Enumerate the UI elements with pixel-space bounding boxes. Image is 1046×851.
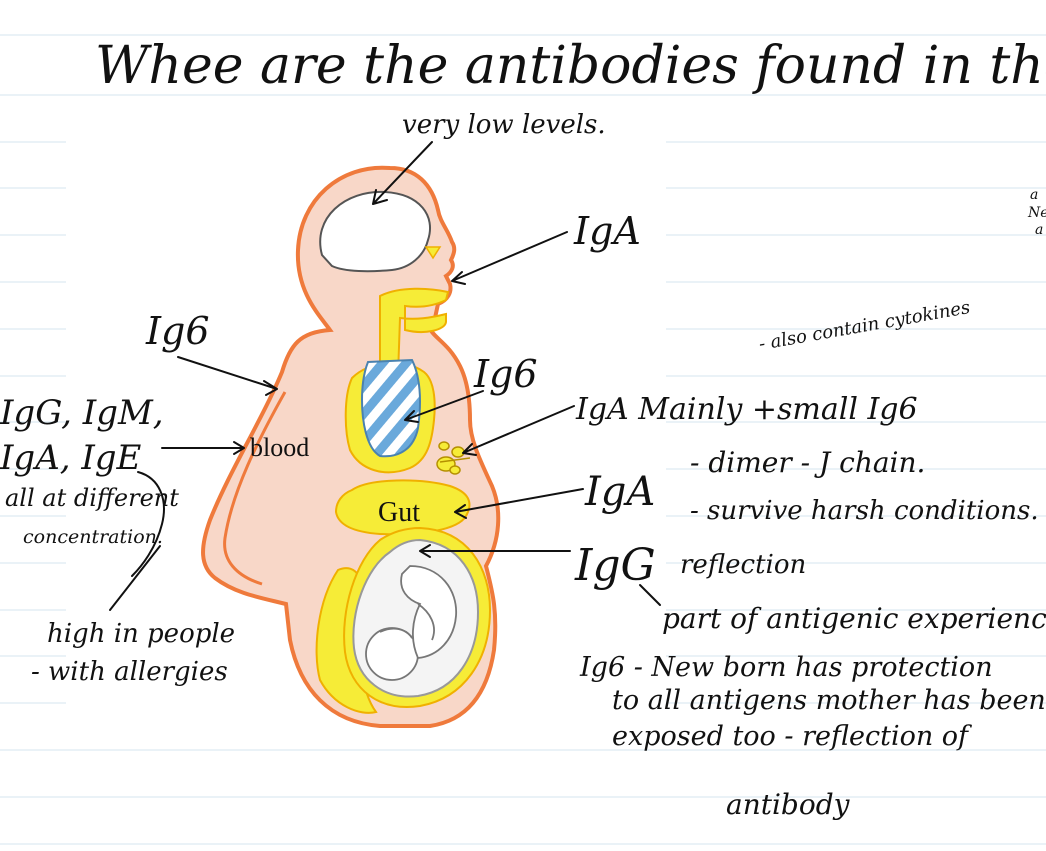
allergy-tick (109, 545, 161, 611)
breast-arrow (462, 405, 575, 456)
reflection-note: reflection (680, 550, 806, 580)
arm-outline (223, 391, 287, 586)
blood-label: blood (250, 433, 309, 462)
allergy-line1: high in people (47, 619, 235, 649)
lungs-arrow (404, 390, 484, 423)
gut-label: Gut (378, 497, 420, 528)
gut-arrow (454, 488, 584, 519)
gut-iga-note: IgA (584, 469, 655, 515)
fetus-igg-note: IgG (574, 540, 656, 591)
margin-fragment-3: a (1035, 222, 1043, 238)
body-illustration: blood Gut (201, 165, 501, 728)
allergy-line2: - with allergies (31, 657, 228, 687)
antigenic-note: part of antigenic experience (662, 602, 1046, 635)
dimer-note: - dimer - J chain. (690, 446, 925, 479)
brain-note: very low levels. (402, 110, 606, 140)
blood-list-line1: IgG, IgM, (0, 393, 164, 433)
blood-arrow (161, 441, 245, 455)
brain-organ (319, 190, 431, 273)
airway-organ (379, 287, 450, 382)
newborn-line1: Ig6 - New born has protection (579, 652, 993, 683)
margin-fragment-2: Ne (1027, 205, 1046, 221)
gut-organ (334, 479, 471, 536)
margin-fragment-1: a (1030, 187, 1038, 203)
newborn-line3: exposed too - reflection of (612, 721, 972, 752)
eye-mark (424, 246, 442, 260)
reflection-tick (639, 584, 661, 606)
lungs-igg-note: Ig6 (473, 352, 538, 396)
cytokines-note: - also contain cytokines (757, 297, 972, 355)
bracket-curve (131, 471, 165, 577)
blood-concentration-line1: all at different (5, 484, 179, 512)
lungs-organ (360, 358, 421, 458)
blood-concentration-line2: concentration. (23, 526, 163, 548)
blood-list-line2: IgA, IgE (0, 438, 142, 478)
skin-igg-note: Ig6 (145, 309, 210, 353)
mammary-gland (436, 441, 471, 475)
fetus-arrow (419, 544, 571, 558)
antibody-note: antibody (726, 788, 851, 821)
mouth-arrow (451, 231, 568, 285)
newborn-line2: to all antigens mother has been (612, 685, 1046, 716)
page-title: Whee are the antibodies found in the bod… (95, 36, 1046, 96)
skin-arrow (177, 356, 278, 396)
breast-milk-note: IgA Mainly +small Ig6 (575, 392, 918, 427)
brain-arrow (372, 141, 433, 205)
harsh-conditions-note: - survive harsh conditions. (690, 496, 1039, 526)
fetus-figure (365, 565, 457, 681)
mouth-iga-note: IgA (573, 209, 641, 253)
